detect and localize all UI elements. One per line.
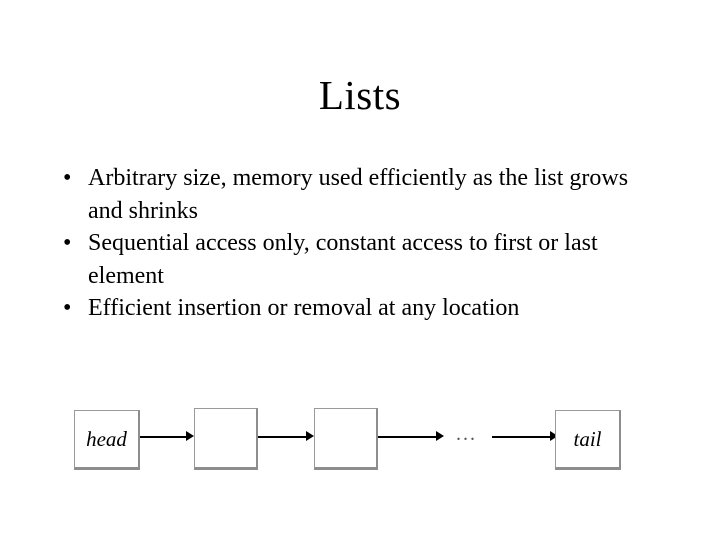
link-line-2 <box>258 436 308 438</box>
list-node-2 <box>194 408 258 470</box>
list-item: • Sequential access only, constant acces… <box>52 227 664 292</box>
list-item: • Efficient insertion or removal at any … <box>52 292 664 325</box>
bullet-marker-icon: • <box>63 165 72 191</box>
node-label-3 <box>315 409 376 467</box>
node-label-2 <box>195 409 256 467</box>
list-item: • Arbitrary size, memory used efficientl… <box>52 162 664 227</box>
bullet-list: • Arbitrary size, memory used efficientl… <box>52 162 664 325</box>
ellipsis-marker: ... <box>456 423 477 445</box>
list-node-tail: tail <box>555 410 621 470</box>
bullet-marker-icon: • <box>63 230 72 256</box>
list-node-3 <box>314 408 378 470</box>
arrow-head-icon-2 <box>306 431 314 441</box>
arrow-head-icon-3 <box>436 431 444 441</box>
linked-list-diagram: ... head tail <box>0 388 720 488</box>
bullet-text: Sequential access only, constant access … <box>88 230 598 289</box>
bullet-marker-icon: • <box>63 295 72 321</box>
link-line-4 <box>492 436 552 438</box>
arrow-head-icon-1 <box>186 431 194 441</box>
bullet-text: Arbitrary size, memory used efficiently … <box>88 165 629 224</box>
node-label-head: head <box>86 426 127 451</box>
arrow-head-icon-4 <box>550 431 558 441</box>
list-node-head: head <box>74 410 140 470</box>
page-title: Lists <box>318 72 402 118</box>
node-label-tail: tail <box>573 426 602 451</box>
link-line-3 <box>378 436 438 438</box>
bullet-text: Efficient insertion or removal at any lo… <box>88 295 520 321</box>
link-line-1 <box>140 436 188 438</box>
